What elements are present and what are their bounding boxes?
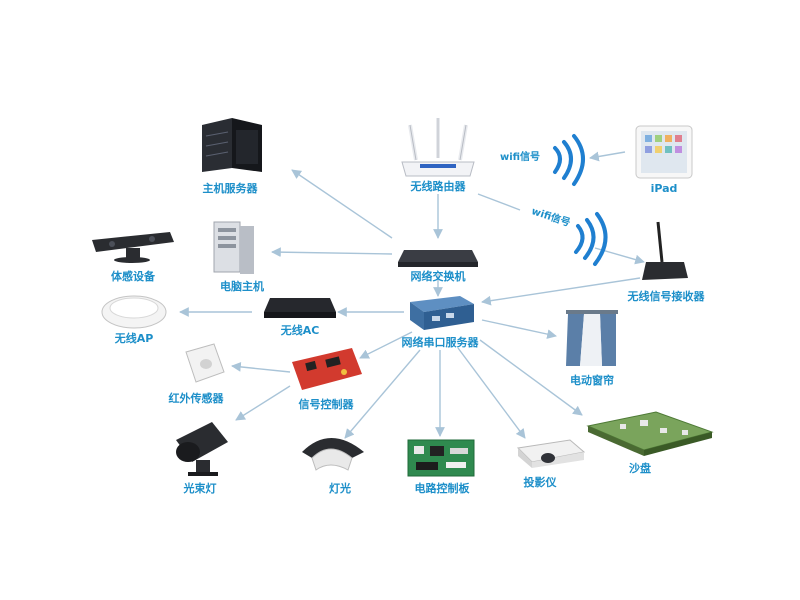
- wifi-signal-icon: [553, 134, 585, 186]
- edge-serial-projector: [457, 347, 526, 439]
- edge-receiver-serial: [481, 277, 641, 306]
- pc-host-node: 电脑主机: [213, 221, 264, 293]
- beam-light-icon: [176, 422, 228, 476]
- wifi-signal-icon-2: [574, 212, 608, 266]
- serial-server-icon: [410, 296, 474, 330]
- wireless-router-label: 无线路由器: [410, 179, 467, 193]
- wifi-label-top: wifi信号: [500, 150, 540, 163]
- edge-serial-lighting: [344, 349, 421, 439]
- edge-signal-spotlight: [235, 385, 291, 421]
- pc-host-label: 电脑主机: [220, 279, 264, 293]
- spotlight-node: 光束灯: [176, 422, 228, 495]
- wireless-controller-icon: [264, 298, 336, 318]
- wireless-ap-label: 无线AP: [114, 331, 154, 345]
- edge-serial-sand: [479, 339, 583, 416]
- server-rack-icon: [202, 118, 262, 172]
- motion-sensing-node: 体感设备: [92, 232, 174, 283]
- edge-switch-pc: [271, 247, 393, 258]
- circuit-board-label: 电路控制板: [415, 481, 471, 495]
- edge-serial-curtain: [481, 319, 557, 339]
- access-point-icon: [101, 295, 167, 329]
- desktop-tower-icon: [213, 221, 254, 274]
- pcb-icon: [407, 439, 475, 477]
- ir-sensor-node: 红外传感器: [169, 343, 225, 405]
- host-server-node: 主机服务器: [202, 118, 262, 195]
- router-icon: [401, 118, 475, 177]
- antenna-receiver-icon: [642, 221, 688, 280]
- wireless-ac-node: 无线AC: [264, 298, 336, 337]
- electric-curtain-label: 电动窗帘: [570, 373, 614, 387]
- projector-icon: [516, 439, 586, 468]
- wireless-router-node: 无线路由器: [401, 118, 475, 193]
- network-switch-label: 网络交换机: [411, 269, 466, 283]
- serial-server-label: 网络串口服务器: [402, 335, 480, 349]
- projector-node: 投影仪: [516, 439, 586, 489]
- switch-icon: [398, 250, 478, 267]
- controller-board-icon: [292, 348, 362, 390]
- wireless-ap-node: 无线AP: [101, 295, 167, 345]
- ir-sensor-label: 红外传感器: [169, 391, 225, 405]
- sand-table-node: 沙盘: [586, 411, 714, 475]
- sand-table-label: 沙盘: [629, 461, 651, 475]
- infrared-sensor-icon: [185, 343, 225, 383]
- electric-curtain-node: 电动窗帘: [566, 310, 618, 387]
- circuit-board-node: 电路控制板: [407, 439, 475, 495]
- projector-label: 投影仪: [524, 475, 558, 489]
- signal-controller-node: 信号控制器: [292, 348, 362, 411]
- network-switch-node: 网络交换机: [398, 250, 478, 283]
- wireless-receiver-label: 无线信号接收器: [627, 289, 706, 303]
- connection-lines: [179, 151, 645, 439]
- sand-table-model-icon: [586, 411, 714, 456]
- motion-sensing-label: 体感设备: [111, 269, 156, 283]
- lighting-label: 灯光: [329, 481, 351, 495]
- wireless-receiver-node: 无线信号接收器: [627, 221, 706, 303]
- host-server-label: 主机服务器: [203, 181, 259, 195]
- serial-server-node: 网络串口服务器: [402, 296, 480, 349]
- signal-controller-label: 信号控制器: [299, 397, 355, 411]
- wireless-ac-label: 无线AC: [280, 323, 320, 337]
- wall-lamp-icon: [302, 438, 364, 471]
- edge-router-wifi: [477, 193, 521, 211]
- tablet-icon: [635, 125, 693, 179]
- ipad-label: iPad: [651, 182, 678, 195]
- lighting-node: 灯光: [302, 438, 364, 495]
- wifi-label-middle: wifi信号: [530, 204, 572, 229]
- spotlight-label: 光束灯: [183, 481, 217, 495]
- edge-switch-host-server: [291, 169, 393, 239]
- edge-ipad-wifi: [589, 151, 626, 162]
- ipad-node: iPad: [635, 125, 693, 195]
- edge-signal-ir: [231, 362, 291, 373]
- edge-serial-signal: [359, 331, 413, 359]
- motion-sensor-icon: [92, 232, 174, 263]
- curtain-icon: [566, 310, 618, 366]
